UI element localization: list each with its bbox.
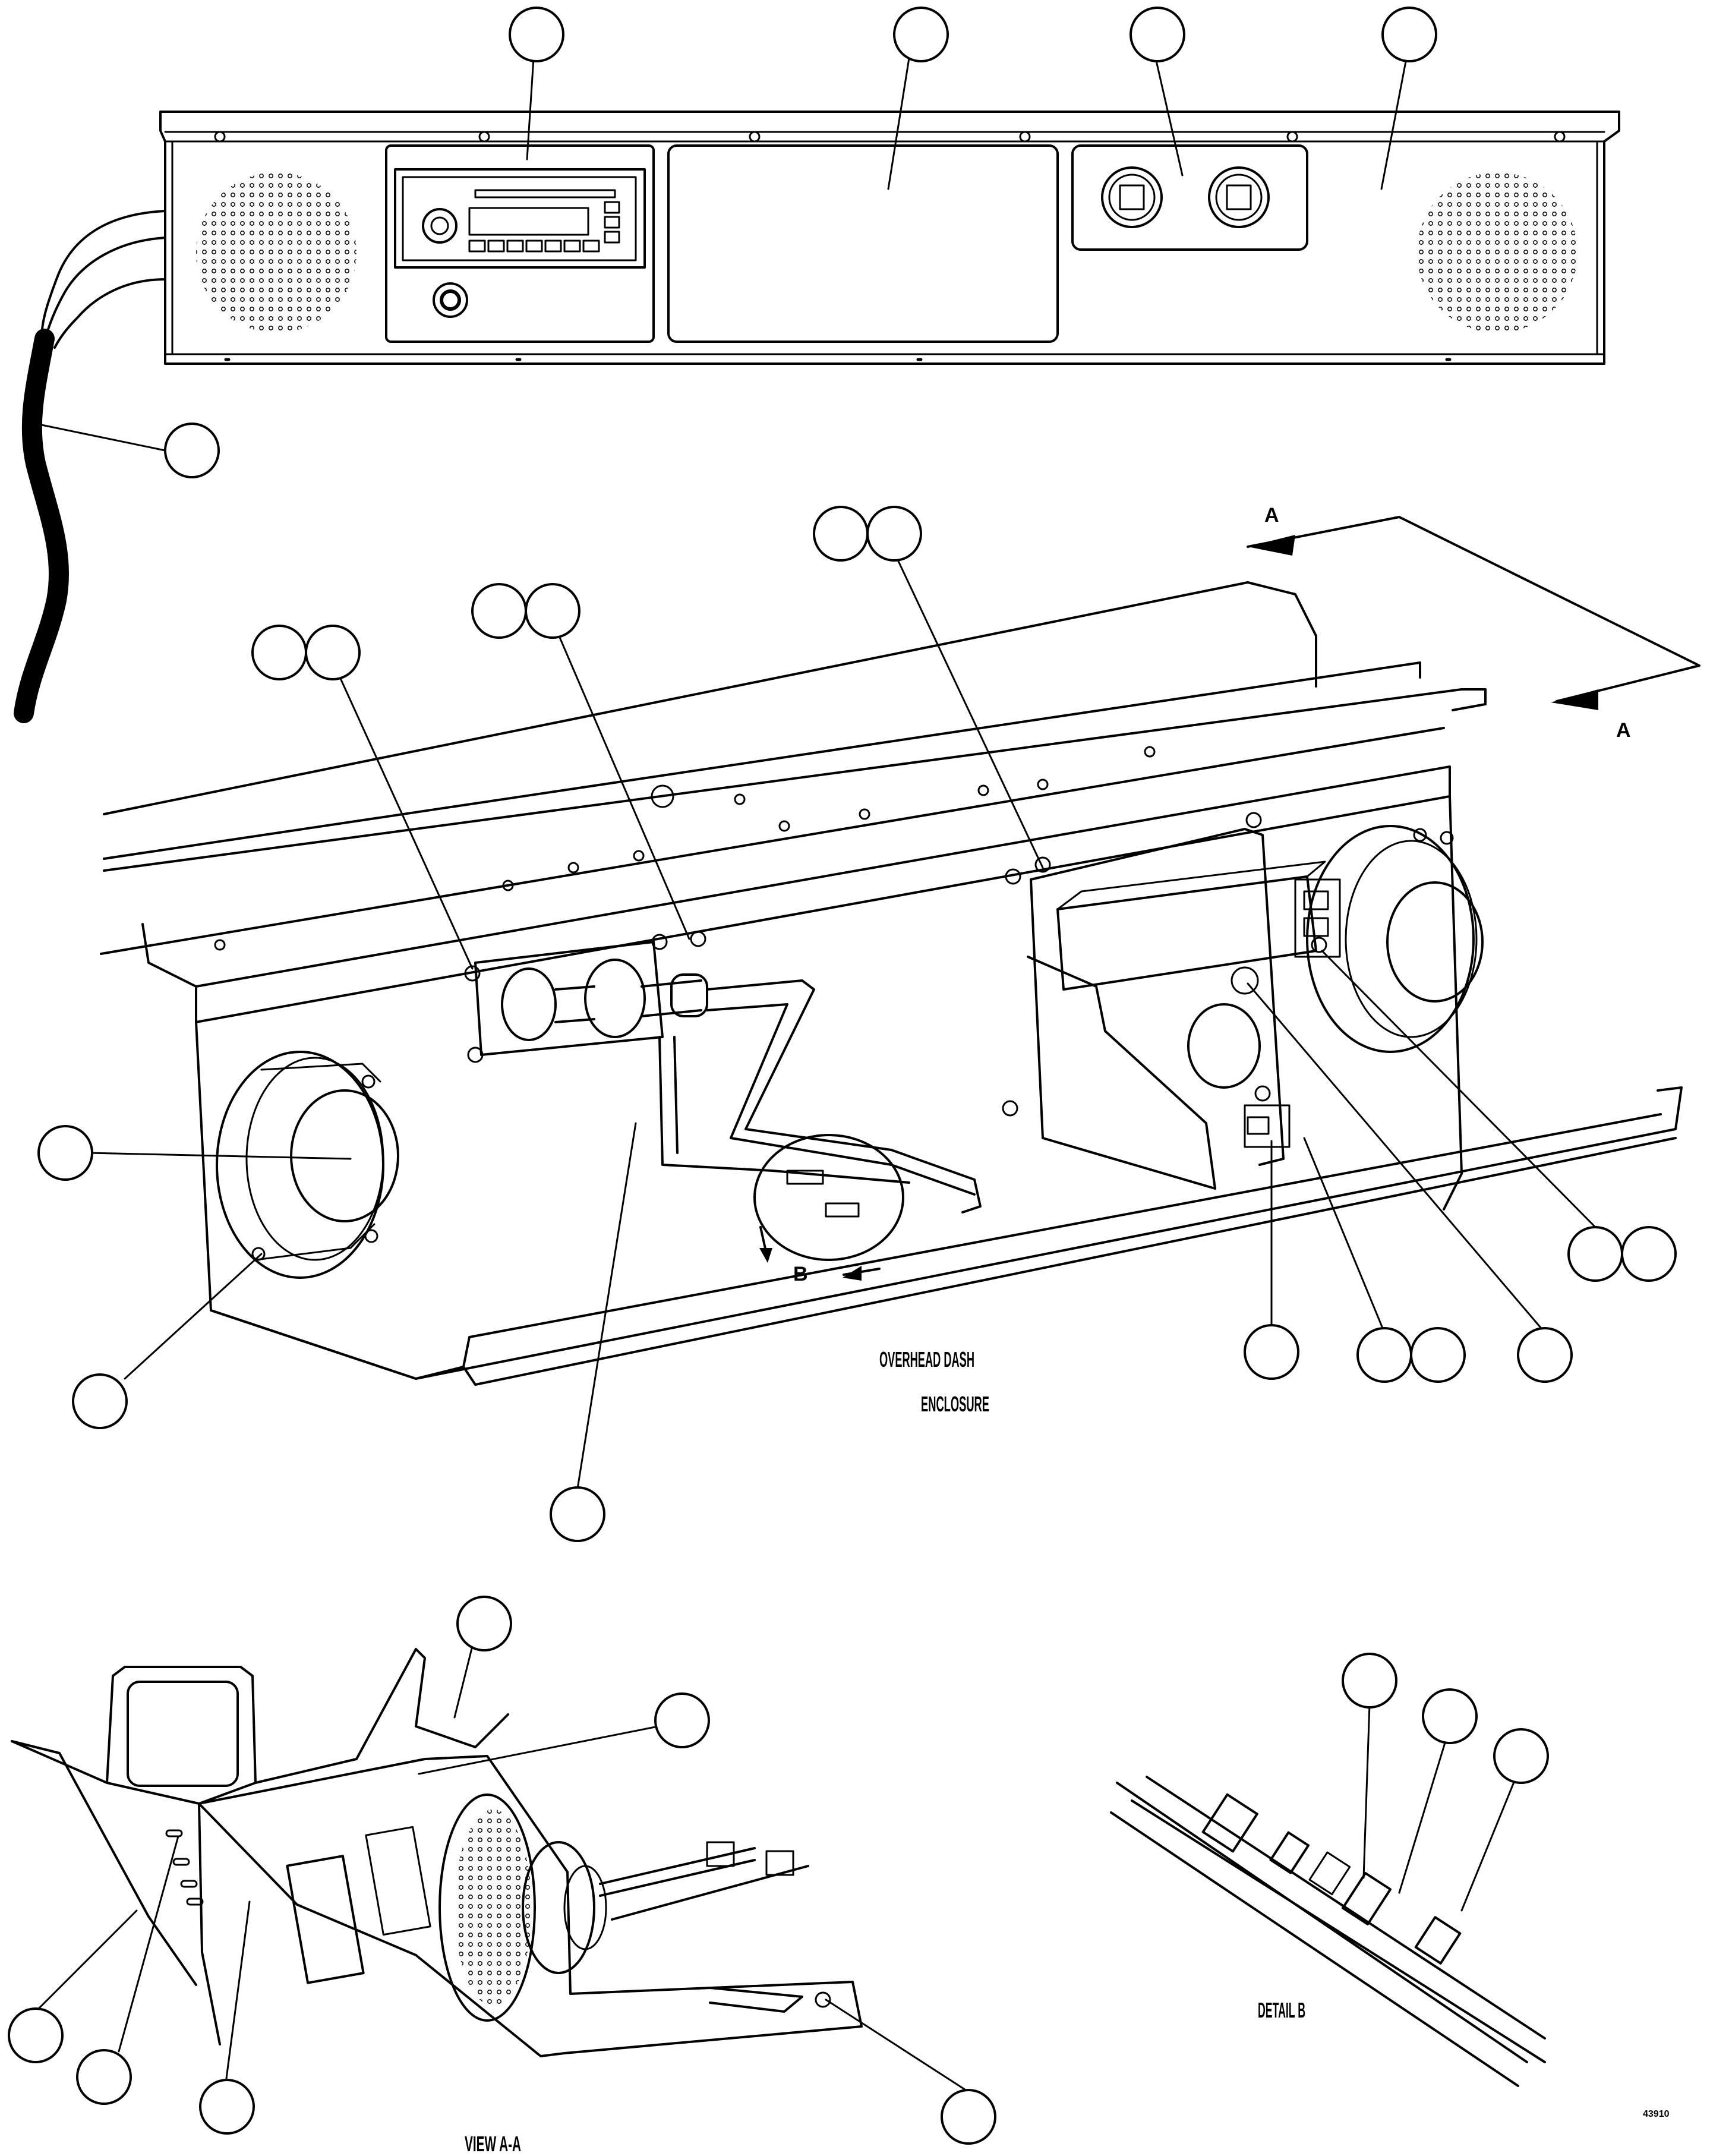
right-speaker-grille — [1417, 172, 1578, 333]
callout-circle — [550, 1486, 605, 1542]
callout-leaders — [34, 57, 1599, 2093]
right-speaker — [1306, 825, 1484, 1053]
callout-circle — [72, 1373, 128, 1429]
left-speaker-grille — [196, 172, 356, 333]
callout-circle — [1422, 1688, 1478, 1744]
section-a-top-label: A — [1264, 504, 1279, 527]
enclosure-isometric-view — [100, 516, 1700, 1386]
callout-circle — [893, 7, 949, 62]
callout-circle — [866, 506, 922, 562]
switch-panel — [1071, 144, 1308, 251]
callout-circle — [76, 2049, 132, 2105]
view-aa-drawing — [11, 1648, 863, 2057]
detail-b-arrows — [759, 1226, 881, 1281]
hose — [14, 329, 70, 723]
callout-circle — [471, 583, 527, 639]
callout-circle — [1130, 7, 1185, 62]
callout-circle — [813, 506, 869, 562]
view-aa-label: VIEW A-A — [465, 2132, 521, 2156]
callout-circle — [1567, 1226, 1623, 1282]
radio-assembly — [1002, 812, 1341, 1190]
callout-circle — [525, 583, 580, 639]
detail-b-circle — [753, 1134, 904, 1261]
detail-b-drawing — [1110, 1776, 1546, 2087]
callout-circle — [8, 2007, 64, 2063]
callout-circle — [509, 7, 564, 62]
callout-circle — [305, 625, 361, 680]
callout-circle — [1381, 7, 1437, 62]
callout-circle — [37, 1125, 93, 1181]
callout-circle — [1493, 1728, 1549, 1784]
callout-circle — [251, 625, 307, 680]
overhead-dash-label: OVERHEAD DASH — [879, 1347, 974, 1372]
panel-holes — [214, 746, 1156, 951]
text-labels: A A B OVERHEAD DASH ENCLOSURE DETAIL B V… — [465, 504, 1670, 2156]
left-fitting-plate — [464, 931, 708, 1063]
callout-circle — [164, 423, 220, 478]
section-a-bottom-label: A — [1616, 719, 1631, 742]
callout-circle — [199, 2079, 255, 2135]
callout-circle — [941, 2089, 996, 2145]
detail-b-marker-label: B — [793, 1263, 808, 1285]
detail-b-label: DETAIL B — [1258, 1998, 1305, 2022]
left-speaker — [216, 1051, 399, 1279]
top-rail-screws — [214, 131, 1566, 143]
callout-circle — [654, 1692, 710, 1748]
tubing — [658, 979, 982, 1218]
callout-circle — [1517, 1327, 1573, 1383]
wire-harness — [40, 210, 166, 349]
enclosure-label: ENCLOSURE — [921, 1392, 989, 1416]
callout-circle — [1621, 1226, 1677, 1282]
figure-id-label: 43910 — [1643, 2109, 1670, 2119]
callout-circle — [1410, 1327, 1466, 1383]
section-a-arrows — [1247, 516, 1700, 710]
radio-panel — [385, 144, 655, 343]
callout-circle — [1342, 1653, 1397, 1709]
center-blank-panel — [667, 144, 1059, 343]
callout-circle — [456, 1596, 512, 1651]
callout-circle — [1244, 1324, 1299, 1380]
overhead-console-front-view — [14, 111, 1620, 723]
callout-circle — [1356, 1327, 1412, 1383]
callout-bubbles — [8, 7, 1677, 2145]
